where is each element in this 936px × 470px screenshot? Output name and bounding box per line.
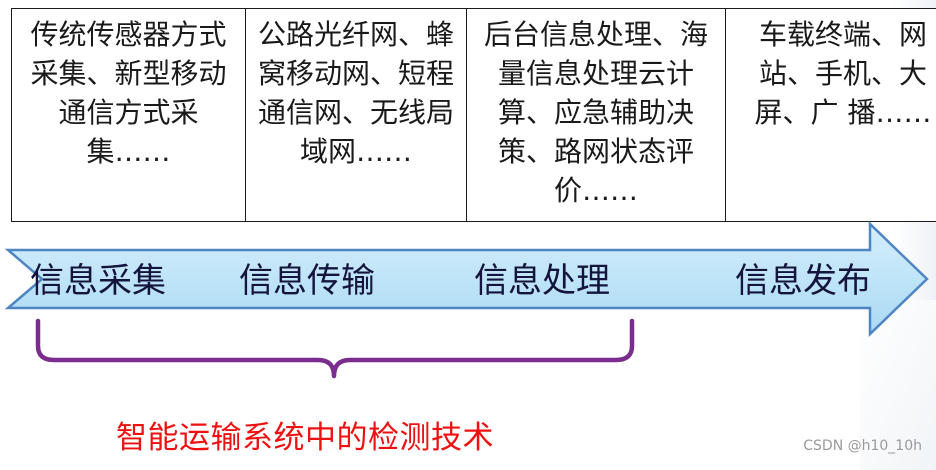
detection-scope-bracket — [35, 318, 635, 379]
watermark: CSDN @h10_10h — [803, 438, 922, 454]
stage-description-table: 传统传感器方式采集、新型移动通信方式采集…… 公路光纤网、蜂窝移动网、短程通信网… — [11, 8, 936, 222]
collection-methods-cell: 传统传感器方式采集、新型移动通信方式采集…… — [11, 8, 246, 222]
bracket-caption: 智能运输系统中的检测技术 — [116, 420, 494, 456]
processing-methods-text: 后台信息处理、海量信息处理云计算、应急辅助决策、路网状态评价…… — [483, 18, 708, 207]
transmission-networks-cell: 公路光纤网、蜂窝移动网、短程通信网、无线局域网…… — [245, 8, 467, 222]
process-flow-arrow — [4, 221, 929, 337]
stage-label-processing: 信息处理 — [474, 261, 610, 301]
processing-methods-cell: 后台信息处理、海量信息处理云计算、应急辅助决策、路网状态评价…… — [466, 8, 726, 222]
stage-label-transmission: 信息传输 — [239, 261, 375, 301]
stage-label-publishing: 信息发布 — [735, 261, 871, 301]
table-row: 传统传感器方式采集、新型移动通信方式采集…… 公路光纤网、蜂窝移动网、短程通信网… — [11, 8, 936, 222]
stage-label-collection: 信息采集 — [30, 261, 166, 301]
publishing-channels-cell: 车载终端、网站、手机、大屏、广 播…… — [725, 8, 936, 222]
collection-methods-text: 传统传感器方式采集、新型移动通信方式采集…… — [30, 18, 227, 168]
publishing-channels-text: 车载终端、网站、手机、大屏、广 播…… — [754, 18, 932, 129]
transmission-networks-text: 公路光纤网、蜂窝移动网、短程通信网、无线局域网…… — [257, 18, 454, 168]
